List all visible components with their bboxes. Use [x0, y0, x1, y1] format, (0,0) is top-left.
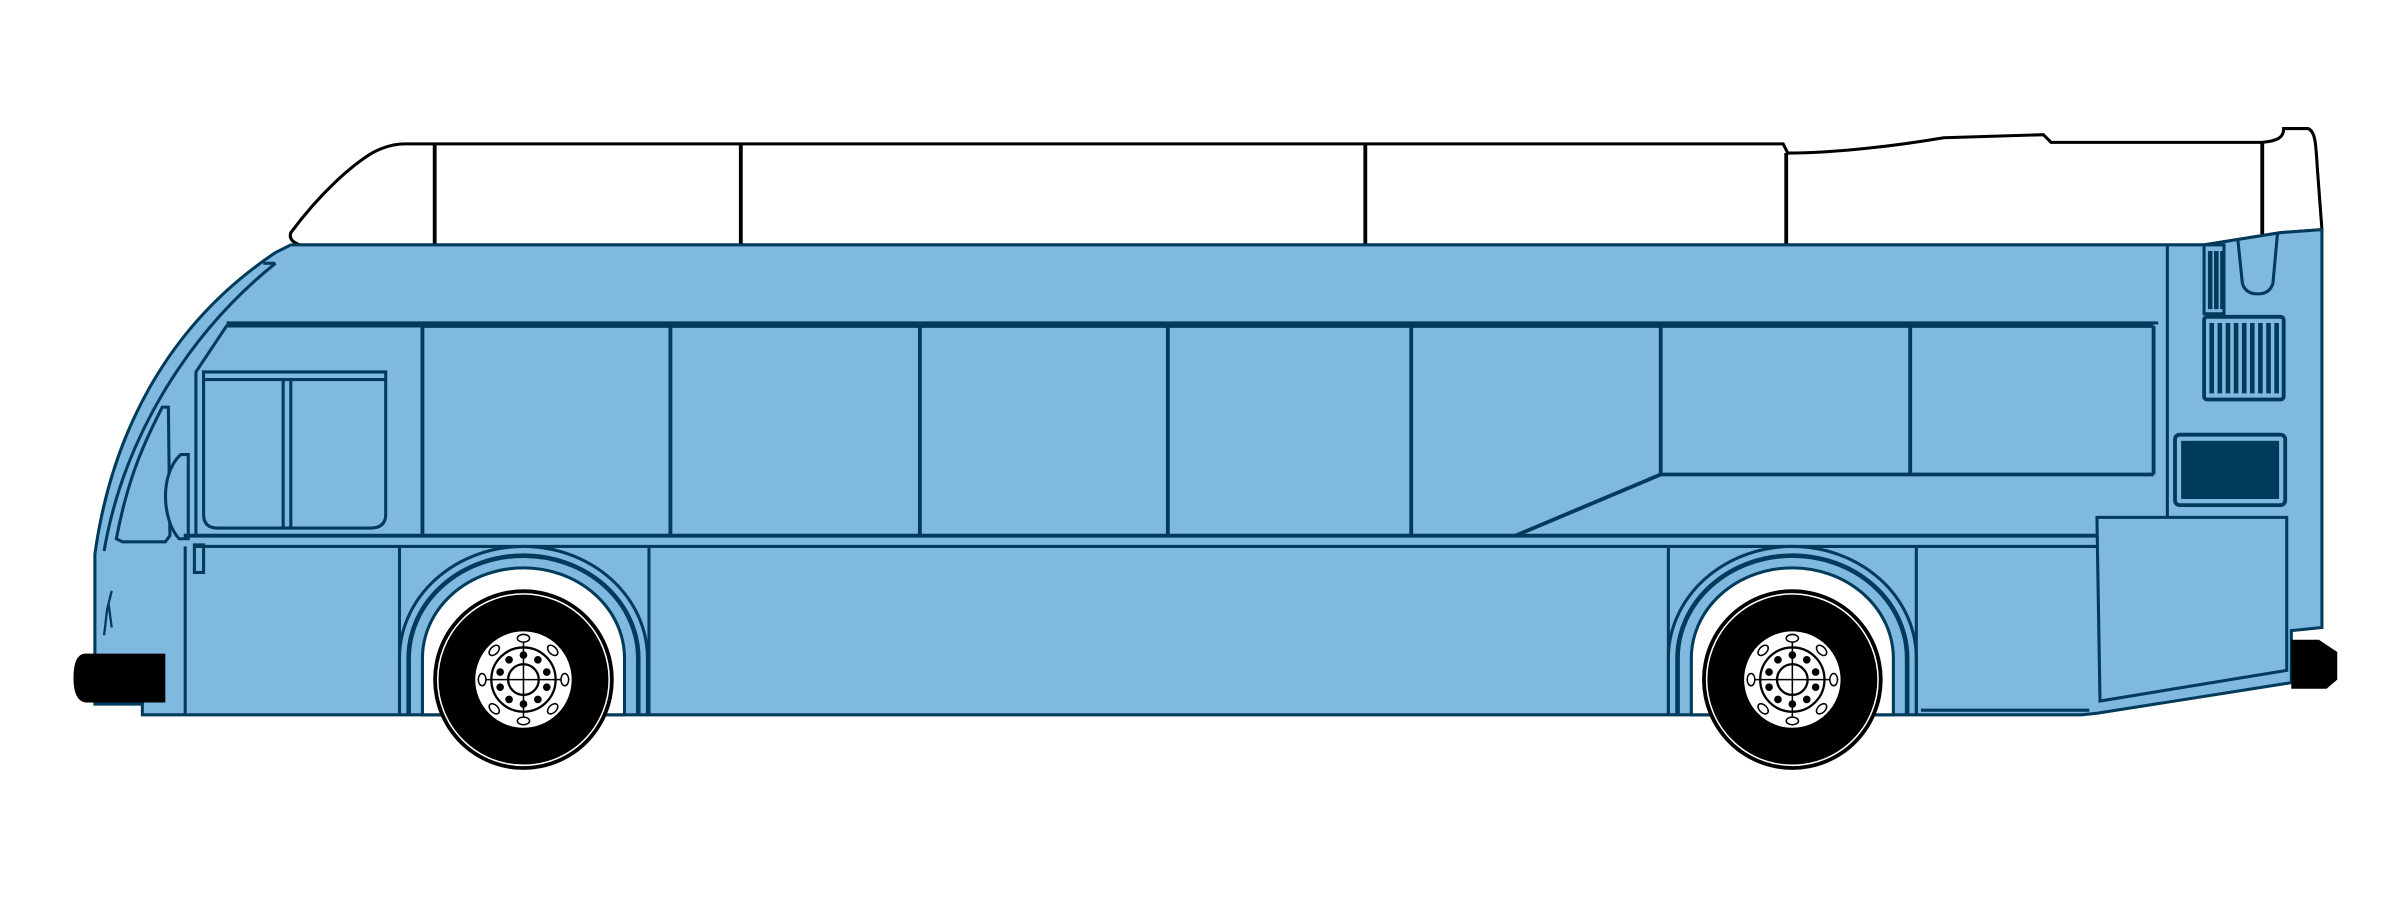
side-mirror [164, 453, 190, 541]
wheel-arch-outer [1666, 544, 1918, 715]
lug-nut [1811, 683, 1820, 691]
lug-nut [1802, 655, 1811, 664]
passenger-windows [420, 324, 2156, 538]
lug-nut [496, 668, 505, 676]
hub-slot [488, 702, 501, 715]
front-emblem [102, 590, 113, 636]
lug-nut [1811, 668, 1820, 676]
hub-slot [1746, 672, 1756, 687]
engine-door [2095, 515, 2289, 703]
hub-slot [1785, 633, 1800, 643]
hub-slot [560, 672, 570, 687]
roof-shell [288, 127, 2324, 247]
lug-nut [542, 668, 551, 676]
lug-nut [1788, 700, 1797, 708]
lug-nut [542, 683, 551, 691]
roof [288, 127, 2324, 247]
lug-nut [519, 651, 528, 659]
rear-light-housing [2236, 232, 2280, 296]
tire-ring [1705, 593, 1879, 767]
lug-nut [1774, 695, 1782, 704]
rear-vent-panel [2181, 440, 2280, 499]
front-pillar [102, 262, 277, 552]
wheel-assembly [397, 544, 649, 770]
roof-dividers [432, 142, 2265, 245]
wheel-arch-trim [406, 553, 641, 715]
mirror-arm [192, 543, 206, 574]
hub-slot [546, 702, 559, 715]
hub-slot [546, 644, 559, 657]
wheel-assembly [1666, 544, 1918, 770]
hub-slot [477, 672, 487, 687]
hub-slot [488, 644, 501, 657]
tire-ring [436, 593, 610, 767]
lug-nut [1774, 655, 1782, 664]
hub-slot [1815, 644, 1828, 657]
rear-bumper [2291, 639, 2338, 689]
lug-nut [505, 655, 513, 664]
lug-nut [1802, 695, 1811, 704]
lug-nut [534, 655, 542, 664]
lug-nut [1765, 668, 1773, 676]
hub-slot [1829, 672, 1839, 687]
grille-vents [2207, 251, 2279, 394]
lug-nut [505, 695, 513, 704]
wheel-arch-trim [1675, 553, 1910, 715]
hub-slot [1757, 644, 1769, 657]
lug-nut [519, 700, 528, 708]
hub-slot [1815, 702, 1828, 715]
wheel-arch-outer [397, 544, 649, 715]
rear-vent-frame [2173, 432, 2288, 508]
lug-nut [1765, 683, 1773, 691]
hub-slot [516, 716, 531, 726]
hub-slot [1757, 702, 1769, 715]
hub-slot [516, 633, 531, 643]
hub-slot [1785, 716, 1800, 726]
lug-nut [534, 695, 542, 704]
rear-grille [2202, 314, 2286, 402]
front-bumper [73, 653, 166, 703]
lug-nut [496, 683, 505, 691]
lug-nut [1788, 651, 1797, 659]
driver-window [202, 370, 388, 530]
